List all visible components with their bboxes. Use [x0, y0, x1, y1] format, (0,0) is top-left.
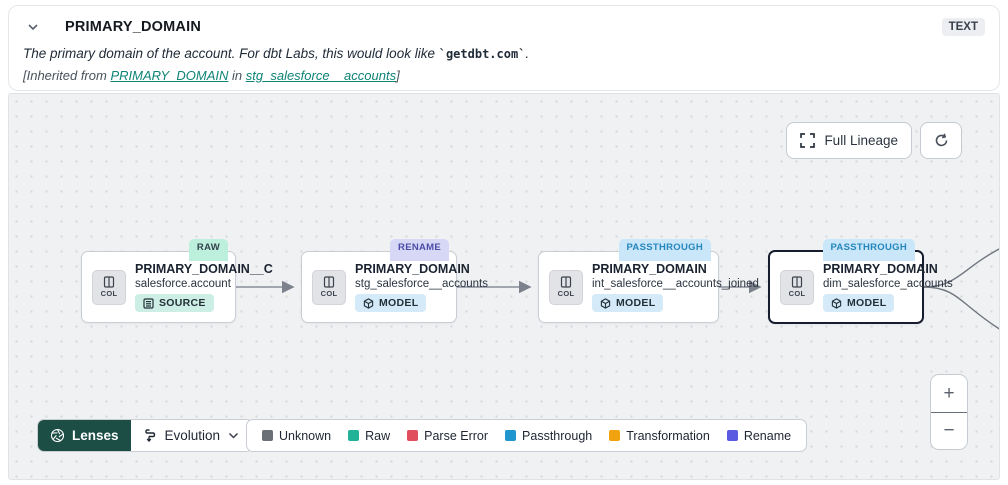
lenses-label: Lenses: [72, 428, 119, 443]
lineage-node-source[interactable]: RAW COL PRIMARY_DOMAIN__C salesforce.acc…: [81, 239, 273, 323]
node-column-name: PRIMARY_DOMAIN__C: [135, 262, 273, 276]
column-chip: COL: [549, 269, 583, 305]
inherited-model-link[interactable]: stg_salesforce__accounts: [245, 68, 397, 83]
node-model-name: dim_salesforce_accounts: [823, 278, 953, 290]
legend-swatch-rename: [726, 430, 738, 441]
node-body: PRIMARY_DOMAIN stg_salesforce__accounts …: [355, 262, 488, 312]
column-chip: COL: [312, 269, 346, 305]
node-tag-raw: RAW: [188, 239, 228, 261]
legend-swatch-parse-error: [407, 430, 419, 441]
collapse-toggle[interactable]: [23, 23, 43, 31]
lineage-node-dim-selected[interactable]: PASSTHROUGH COL PRIMARY_DOMAIN dim_sales…: [768, 239, 953, 324]
lens-dropdown[interactable]: Evolution: [130, 420, 253, 451]
column-chip: COL: [780, 269, 814, 305]
node-resource-label: MODEL: [847, 297, 887, 309]
node-resource-badge: SOURCE: [135, 294, 214, 312]
node-column-name: PRIMARY_DOMAIN: [592, 262, 707, 276]
description-code: `getdbt.com`: [438, 47, 526, 61]
column-info-header: PRIMARY_DOMAIN TEXT: [23, 15, 985, 39]
legend-swatch-raw: [348, 430, 360, 441]
expand-icon: [800, 133, 816, 148]
column-type-badge: TEXT: [941, 18, 985, 36]
evolution-icon: [144, 429, 155, 443]
chevron-down-icon: [28, 24, 38, 31]
node-resource-badge: MODEL: [823, 294, 895, 312]
col-chip-label: COL: [100, 289, 118, 298]
legend-swatch-passthrough: [505, 430, 517, 441]
legend-label: Raw: [365, 428, 391, 443]
lens-selected-label: Evolution: [164, 428, 221, 443]
lineage-edges: [236, 248, 999, 330]
legend-item: Raw: [348, 429, 390, 443]
refresh-icon: [935, 133, 947, 147]
columns-icon: [323, 276, 335, 288]
inherited-middle: in: [228, 68, 246, 83]
col-chip-label: COL: [320, 289, 338, 298]
chevron-down-icon: [229, 432, 239, 439]
full-lineage-button[interactable]: Full Lineage: [786, 122, 912, 159]
source-icon: [143, 297, 154, 309]
legend-item: Passthrough: [505, 429, 592, 443]
legend-swatch-unknown: [262, 430, 273, 441]
legend-label: Rename: [743, 428, 792, 443]
column-title: PRIMARY_DOMAIN: [65, 19, 201, 35]
legend-item: Rename: [726, 428, 792, 443]
legend-label: Passthrough: [522, 428, 593, 443]
legend-item: Unknown: [262, 429, 331, 443]
description-text: The primary domain of the account. For d…: [23, 46, 439, 61]
legend-swatch-transformation: [609, 430, 621, 441]
zoom-in-button[interactable]: +: [931, 375, 967, 412]
node-model-name: stg_salesforce__accounts: [355, 278, 488, 290]
node-resource-label: MODEL: [616, 297, 656, 309]
inherited-suffix: ]: [396, 68, 400, 83]
lineage-node-stg[interactable]: RENAME COL PRIMARY_DOMAIN stg_salesforce…: [301, 239, 488, 323]
node-tag-passthrough: PASSTHROUGH: [822, 239, 915, 261]
legend-label: Parse Error: [424, 428, 489, 443]
model-icon: [831, 297, 842, 309]
lineage-node-int[interactable]: PASSTHROUGH COL PRIMARY_DOMAIN int_sales…: [538, 239, 759, 323]
column-description: The primary domain of the account. For d…: [23, 46, 985, 61]
legend-label: Transformation: [626, 428, 710, 443]
description-period: .: [525, 46, 530, 61]
legend-item: Parse Error: [407, 429, 488, 443]
model-icon: [600, 297, 611, 309]
node-body: PRIMARY_DOMAIN__C salesforce.account SOU…: [135, 262, 273, 312]
inherited-note: [Inherited from PRIMARY_DOMAIN in stg_sa…: [23, 68, 985, 83]
node-resource-label: MODEL: [379, 297, 419, 309]
node-resource-badge: MODEL: [355, 294, 427, 312]
node-tag-rename: RENAME: [390, 239, 449, 261]
node-body: PRIMARY_DOMAIN dim_salesforce_accounts M…: [823, 262, 953, 312]
lenses-button[interactable]: Lenses: [38, 420, 131, 451]
col-chip-label: COL: [788, 289, 806, 298]
columns-icon: [103, 276, 115, 288]
model-icon: [363, 297, 374, 309]
columns-icon: [560, 276, 572, 288]
column-chip: COL: [92, 269, 126, 305]
legend-label: Unknown: [279, 428, 332, 443]
column-info-card: PRIMARY_DOMAIN TEXT The primary domain o…: [8, 5, 1000, 91]
node-column-name: PRIMARY_DOMAIN: [355, 262, 470, 276]
node-model-name: salesforce.account: [135, 278, 231, 290]
full-lineage-label: Full Lineage: [824, 133, 898, 148]
node-column-name: PRIMARY_DOMAIN: [823, 262, 938, 276]
edge-node4-branch-down: [923, 286, 999, 330]
legend-item: Transformation: [609, 429, 710, 443]
lineage-canvas[interactable]: Full Lineage RAW COL PRIMARY_DOMAIN__C s…: [8, 93, 1000, 480]
refresh-button[interactable]: [920, 122, 962, 159]
columns-icon: [791, 276, 803, 288]
inherited-prefix: [Inherited from: [23, 68, 111, 83]
node-resource-badge: MODEL: [592, 294, 664, 312]
lens-legend: Unknown Raw Parse Error Passthrough Tran…: [246, 419, 808, 452]
col-chip-label: COL: [557, 289, 575, 298]
node-body: PRIMARY_DOMAIN int_salesforce__accounts_…: [592, 262, 759, 312]
lens-toolbar: Lenses Evolution: [37, 419, 254, 452]
node-tag-passthrough: PASSTHROUGH: [618, 239, 711, 261]
node-model-name: int_salesforce__accounts_joined: [592, 278, 759, 290]
zoom-controls: + −: [930, 374, 968, 450]
inherited-column-link[interactable]: PRIMARY_DOMAIN: [110, 68, 229, 83]
lens-aperture-icon: [50, 428, 65, 443]
edge-node4-branch-up: [923, 248, 999, 288]
node-resource-label: SOURCE: [159, 297, 206, 309]
zoom-out-button[interactable]: −: [931, 412, 967, 449]
